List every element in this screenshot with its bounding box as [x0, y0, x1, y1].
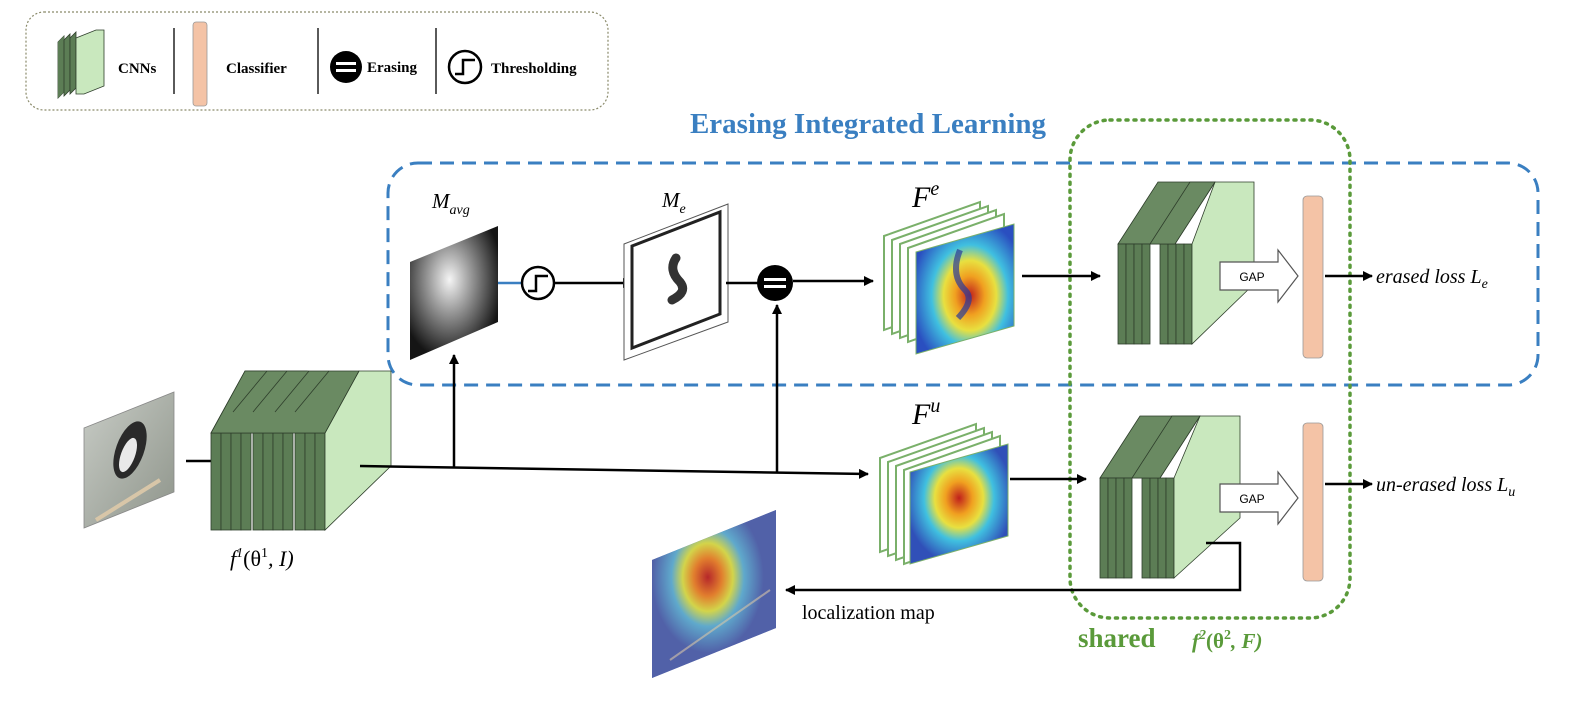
upper-gap-label: GAP — [1239, 270, 1264, 284]
f2-label: f2(θ2, F) — [1192, 628, 1262, 653]
fu-label: Fu — [911, 395, 940, 431]
backbone-label: f1(θ1, I) — [230, 546, 294, 571]
legend-cnns-label: CNNs — [118, 61, 156, 77]
legend-erasing-icon — [330, 51, 362, 83]
erasing-region-box — [386, 161, 1540, 387]
legend-classifier-label: Classifier — [226, 61, 287, 77]
upper-classifier — [1302, 195, 1324, 359]
upper-gap-arrow — [1219, 248, 1299, 304]
me-mask — [623, 203, 729, 361]
thresholding-op-icon — [520, 265, 556, 301]
backbone-cnn-block — [210, 370, 392, 531]
fe-label: Fe — [911, 178, 939, 214]
unerased-loss-label: un-erased loss Lu — [1376, 474, 1515, 500]
lower-gap-label: GAP — [1239, 492, 1264, 506]
main-feature-arrow — [359, 464, 869, 479]
me-label: Me — [661, 188, 686, 217]
input-bird-image — [83, 391, 175, 529]
mavg-label: Mavg — [431, 189, 470, 218]
shared-label: shared — [1078, 623, 1156, 653]
lower-gap-arrow — [1219, 470, 1299, 526]
fe-feature-stack — [883, 200, 1015, 355]
legend-cnn-icon — [57, 29, 105, 99]
legend-erasing-label: Erasing — [367, 60, 418, 76]
lower-cnn-block — [1099, 415, 1241, 579]
localization-map-image — [652, 510, 776, 678]
erased-loss-label: erased loss Le — [1376, 266, 1488, 292]
shared-region-box — [1068, 118, 1352, 620]
lower-classifier — [1302, 422, 1324, 582]
localization-feedback-arrow — [785, 541, 1242, 595]
fu-feature-stack — [879, 422, 1009, 566]
upper-cnn-block — [1117, 181, 1255, 345]
title: Erasing Integrated Learning — [690, 108, 1047, 140]
mavg-map — [410, 226, 498, 360]
legend-thresholding-label: Thresholding — [491, 61, 577, 77]
localization-map-label: localization map — [802, 602, 935, 624]
erasing-op-icon — [757, 265, 793, 301]
legend-thresholding-icon — [447, 49, 483, 85]
legend-box — [25, 11, 609, 111]
legend-classifier-icon — [192, 21, 208, 107]
